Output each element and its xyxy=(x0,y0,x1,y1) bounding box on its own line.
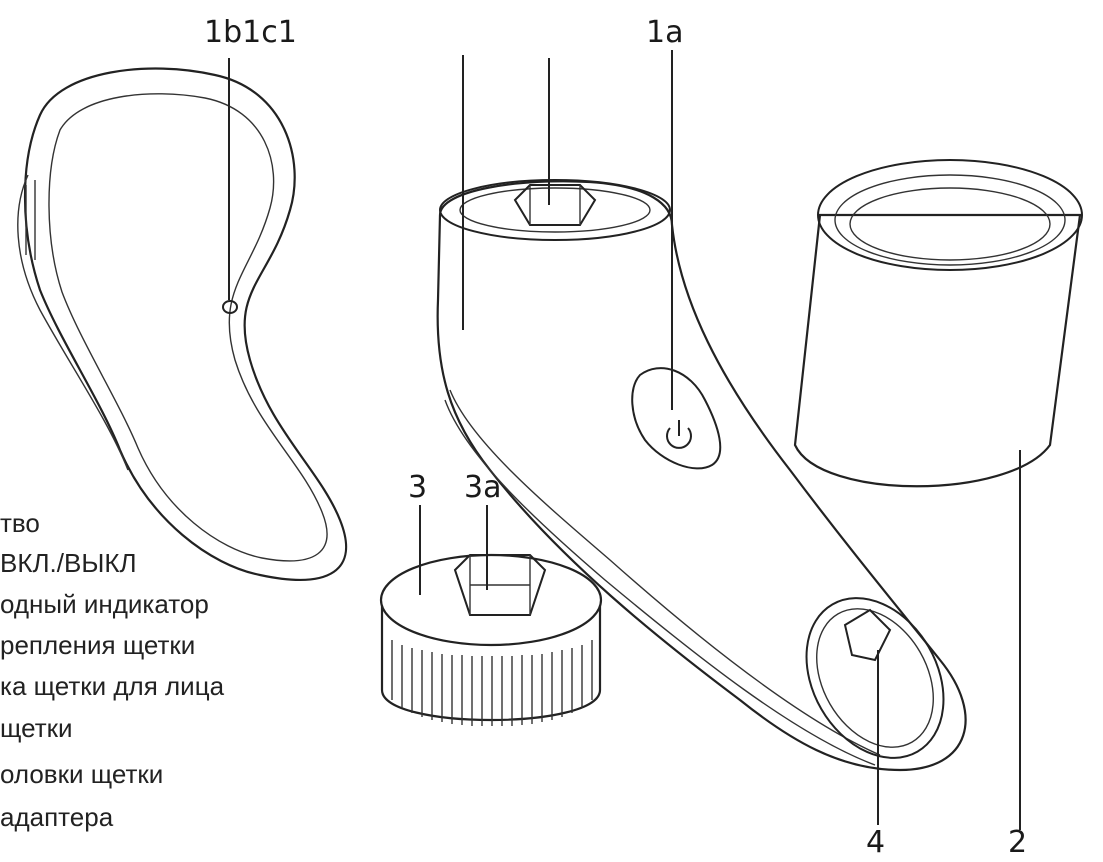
power-icon xyxy=(666,420,692,449)
charging-base xyxy=(793,159,1083,830)
led-indicator-icon xyxy=(222,300,238,314)
callout-2: 2 xyxy=(1008,825,1027,860)
power-button[interactable] xyxy=(631,367,722,470)
callout-3: 3 xyxy=(408,470,427,505)
charging-port-icon xyxy=(843,608,892,662)
brush-head xyxy=(379,505,603,726)
callout-4: 4 xyxy=(866,825,885,860)
legend-item: оловки щетки xyxy=(0,759,163,789)
device-back-view xyxy=(17,58,348,581)
legend-item: ВКЛ./ВЫКЛ xyxy=(0,548,137,578)
callout-3a: 3a xyxy=(464,470,501,505)
legend-item: одный индикатор xyxy=(0,589,209,619)
callout-1b1c1: 1b1c1 xyxy=(204,15,297,50)
legend-item: ка щетки для лица xyxy=(0,671,225,701)
legend-item: репления щетки xyxy=(0,630,195,660)
legend-item: тво xyxy=(0,508,40,538)
legend: тво ВКЛ./ВЫКЛ одный индикатор репления щ… xyxy=(0,508,225,832)
callout-1a: 1a xyxy=(646,15,683,50)
device-front-view xyxy=(436,50,967,825)
legend-item: адаптера xyxy=(0,802,114,832)
legend-item: щетки xyxy=(0,713,73,743)
